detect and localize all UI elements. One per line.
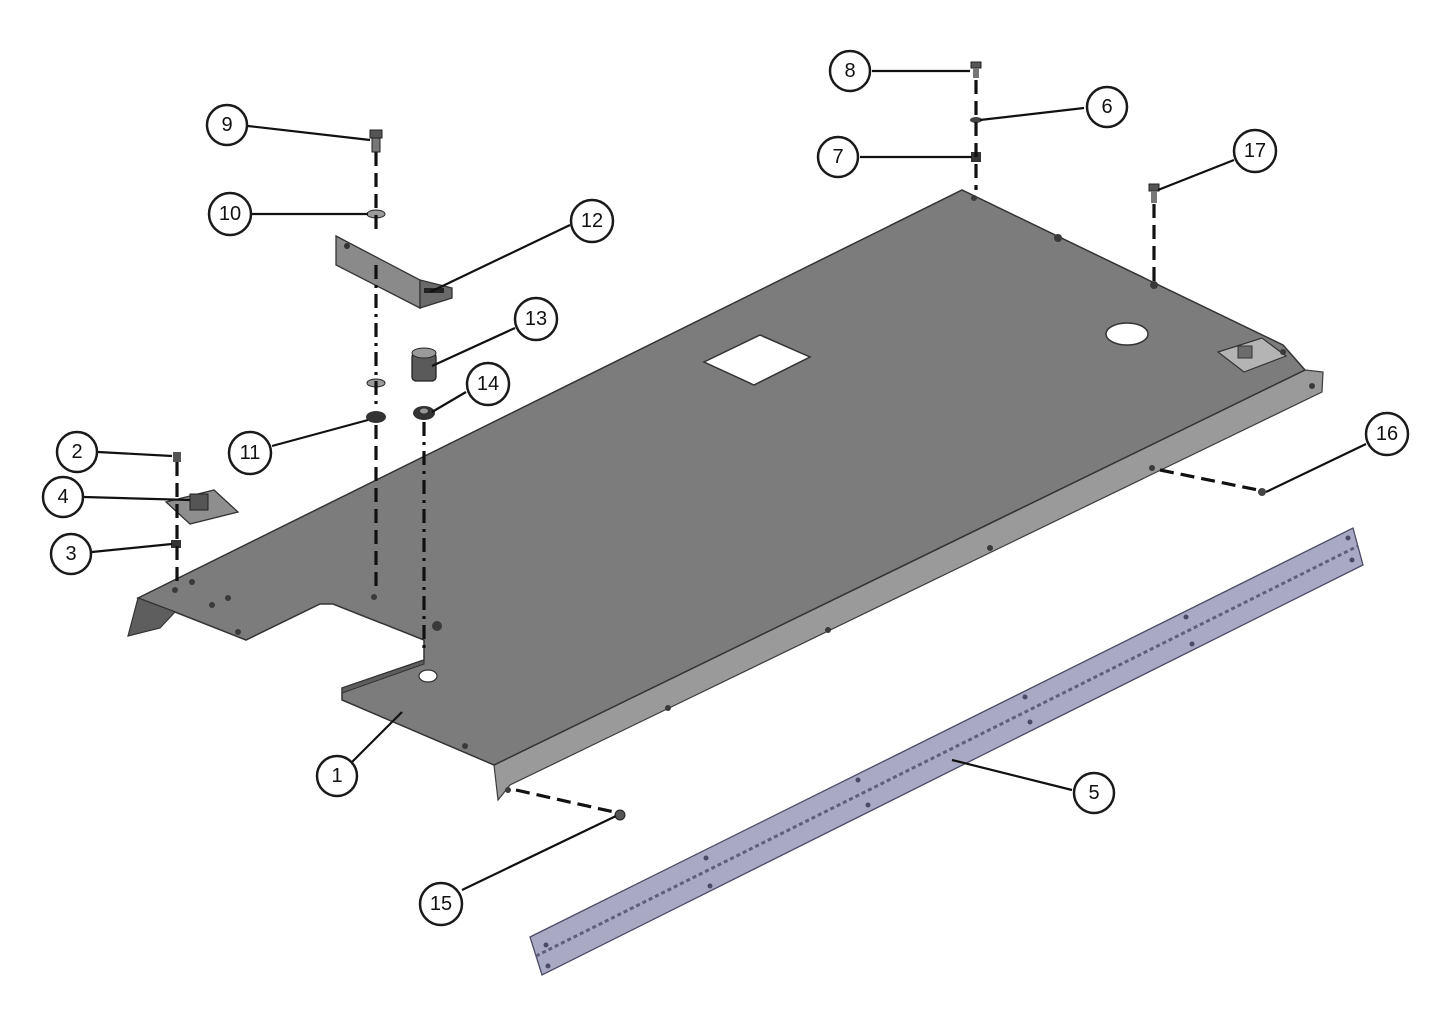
callout-12-label: 12	[581, 210, 603, 232]
callout-4: 4	[41, 475, 85, 519]
callout-14-label: 14	[477, 373, 499, 395]
callout-7: 7	[816, 135, 860, 179]
angle-bracket	[335, 234, 453, 310]
leader-16	[1265, 443, 1367, 493]
callout-6-label: 6	[1101, 96, 1112, 118]
leader-15	[461, 815, 617, 891]
leader-9	[247, 124, 371, 142]
flange-hole	[987, 545, 993, 551]
callout-11-label: 11	[240, 442, 261, 464]
hinge-hole	[1022, 694, 1028, 700]
panel-hole	[209, 602, 215, 608]
leader-6	[979, 106, 1085, 122]
hinge-hole	[1345, 535, 1351, 541]
callout-10-label: 10	[219, 203, 241, 225]
panel-square-cutout	[702, 334, 812, 386]
hinge-hole	[543, 942, 549, 948]
panel-small-hole	[418, 669, 438, 683]
callout-17: 17	[1232, 128, 1278, 174]
panel-hole	[432, 621, 442, 631]
leader-13	[431, 326, 516, 368]
callout-10: 10	[207, 191, 253, 237]
leader-11	[271, 418, 369, 448]
panel-left-edge	[127, 597, 177, 637]
panel-hole	[1150, 281, 1158, 289]
callout-14: 14	[465, 361, 511, 407]
leader-4	[83, 495, 191, 502]
axis-rivet-15	[515, 788, 615, 814]
flange-hole	[1309, 383, 1315, 389]
hinge-hole	[1189, 641, 1195, 647]
leader-5	[951, 758, 1073, 792]
callout-8: 8	[828, 49, 872, 93]
callout-5: 5	[1072, 771, 1116, 815]
callout-9: 9	[205, 103, 249, 147]
latch-plate	[164, 489, 240, 525]
callout-3-label: 3	[65, 543, 76, 565]
panel-hole	[235, 629, 241, 635]
panel-hole	[225, 595, 231, 601]
leader-12	[429, 224, 571, 293]
callout-11: 11	[227, 430, 273, 476]
panel-front-step	[341, 659, 425, 694]
leader-3	[91, 542, 173, 554]
nut	[413, 406, 435, 420]
hinge-hole	[707, 883, 713, 889]
callout-16-label: 16	[1376, 423, 1398, 445]
bushing	[411, 347, 437, 382]
hinge-hole	[865, 802, 871, 808]
callout-9-label: 9	[221, 114, 232, 136]
hinge-hole	[1349, 557, 1355, 563]
callout-8-label: 8	[844, 60, 855, 82]
panel-round-hole	[1105, 322, 1149, 346]
panel-hole	[371, 594, 377, 600]
callout-7-label: 7	[832, 146, 843, 168]
panel-latch-bracket	[1216, 337, 1288, 373]
callout-13: 13	[513, 296, 559, 342]
assembly-axes	[175, 80, 1259, 814]
flange-hole	[505, 787, 511, 793]
panel-hole	[189, 579, 195, 585]
hinge-knuckle-line	[535, 544, 1359, 958]
callout-16: 16	[1364, 411, 1410, 457]
callout-12: 12	[569, 198, 615, 244]
panel-hole	[1280, 349, 1286, 355]
leader-14	[431, 391, 467, 413]
tray-panel	[127, 189, 1324, 802]
panel-hole	[172, 587, 178, 593]
panel-hole	[462, 743, 468, 749]
leader-1	[351, 711, 403, 763]
axis-rivet-16	[1159, 468, 1259, 492]
callout-15-label: 15	[430, 893, 452, 915]
flange-hole	[825, 627, 831, 633]
piano-hinge	[529, 527, 1364, 976]
leader-lines	[83, 69, 1367, 891]
leader-2	[97, 450, 173, 458]
callout-balloons: 1 2 3 4 5 6 7 8 9 10 11 12 13 14 15 16 1…	[41, 49, 1410, 927]
hinge-hole	[703, 855, 709, 861]
callout-13-label: 13	[525, 308, 547, 330]
hinge-hole	[855, 777, 861, 783]
hinge-hole	[545, 963, 551, 969]
callout-1-label: 1	[331, 765, 342, 787]
callout-17-label: 17	[1244, 140, 1266, 162]
callout-3: 3	[49, 532, 93, 576]
callout-2-label: 2	[71, 441, 82, 463]
hinge-hole	[1183, 614, 1189, 620]
callout-6: 6	[1085, 85, 1129, 129]
callout-2: 2	[55, 430, 99, 474]
leader-17	[1157, 158, 1235, 192]
callout-15: 15	[418, 881, 464, 927]
callout-1: 1	[315, 754, 359, 798]
flange-hole	[1149, 465, 1155, 471]
panel-hole	[971, 195, 977, 201]
callout-4-label: 4	[57, 486, 68, 508]
hinge-hole	[1027, 719, 1033, 725]
flange-hole	[665, 705, 671, 711]
callout-5-label: 5	[1088, 782, 1099, 804]
panel-hole	[1054, 234, 1062, 242]
